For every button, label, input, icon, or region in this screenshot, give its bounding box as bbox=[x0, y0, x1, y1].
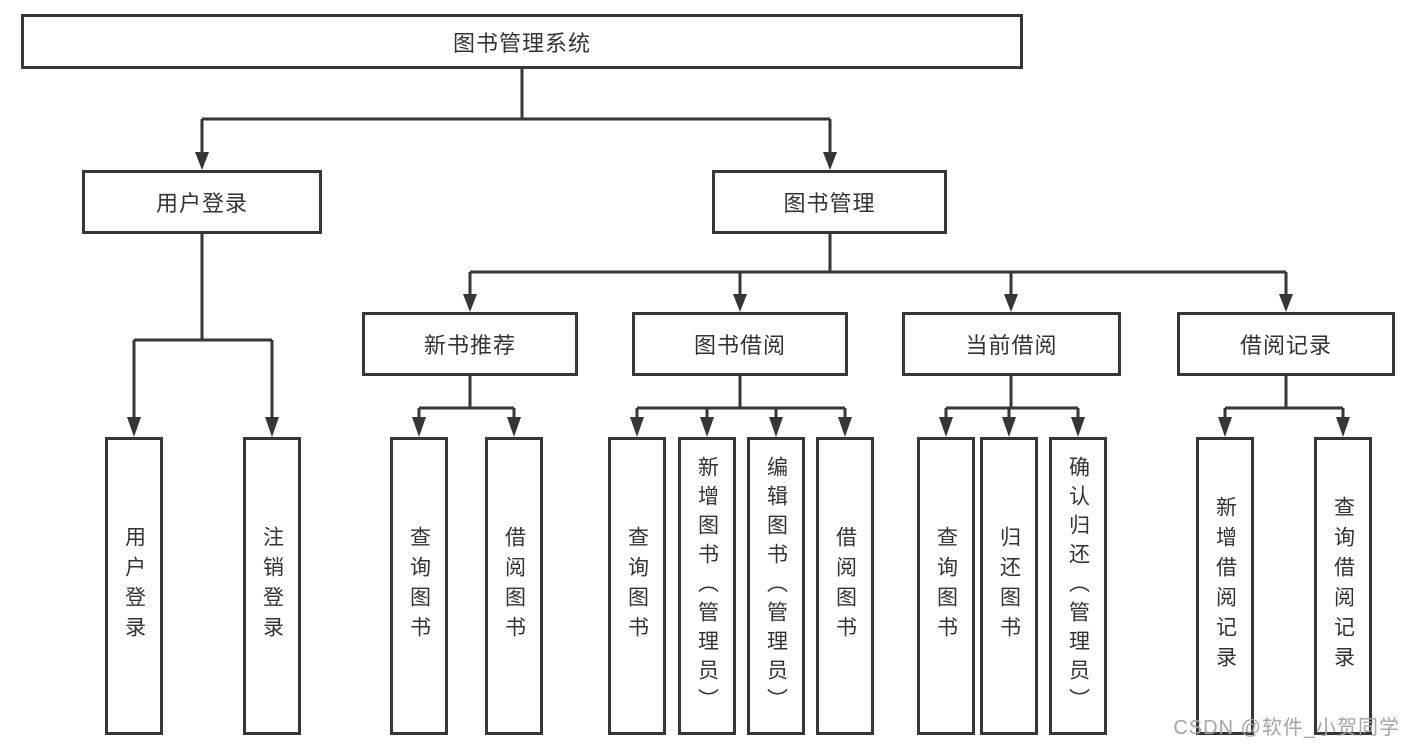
leaf-label: 查询图书 bbox=[625, 526, 649, 646]
leaf-label: 注销登录 bbox=[260, 526, 284, 646]
node-label: 新书推荐 bbox=[423, 333, 516, 358]
node-label: 用户登录 bbox=[155, 191, 248, 216]
connector-current-borrow-children bbox=[944, 376, 1080, 420]
node-label: 借阅记录 bbox=[1239, 333, 1332, 358]
leaf-logout: 注销登录 bbox=[243, 437, 301, 735]
connector-root-to-level2 bbox=[200, 69, 832, 153]
leaf-query-books-borrow: 查询图书 bbox=[608, 437, 666, 735]
connector-borrow-record-children bbox=[1223, 376, 1345, 420]
leaf-return-books: 归还图书 bbox=[980, 437, 1038, 735]
leaf-label: 查询图书 bbox=[407, 526, 431, 646]
leaf-confirm-return-admin: 确认归还（管理员） bbox=[1049, 437, 1107, 735]
leaf-label: 新增借阅记录 bbox=[1213, 496, 1237, 676]
connector-new-book-children bbox=[417, 376, 516, 420]
node-label: 图书管理 bbox=[783, 191, 876, 216]
leaf-label: 查询图书 bbox=[934, 526, 958, 646]
leaf-edit-books-admin: 编辑图书（管理员） bbox=[747, 437, 805, 735]
leaf-user-login: 用户登录 bbox=[105, 437, 163, 735]
leaf-add-borrow-record: 新增借阅记录 bbox=[1196, 437, 1254, 735]
arrowheads bbox=[127, 152, 1350, 437]
connector-book-mgmt-to-level3 bbox=[468, 234, 1288, 295]
leaf-add-books-admin: 新增图书（管理员） bbox=[678, 437, 736, 735]
connector-user-login-children bbox=[132, 234, 274, 420]
leaf-query-books-recommend: 查询图书 bbox=[390, 437, 448, 735]
node-user-login: 用户登录 bbox=[82, 170, 322, 234]
node-label: 图书借阅 bbox=[693, 333, 786, 358]
leaf-query-books-current: 查询图书 bbox=[917, 437, 975, 735]
csdn-watermark: CSDN @软件_小贺同学 bbox=[1173, 717, 1400, 739]
node-current-borrow: 当前借阅 bbox=[902, 312, 1121, 376]
leaf-label: 确认归还（管理员） bbox=[1066, 455, 1090, 717]
node-new-book-recommend: 新书推荐 bbox=[362, 312, 578, 376]
node-book-management: 图书管理 bbox=[712, 170, 947, 234]
leaf-label: 查询借阅记录 bbox=[1331, 496, 1355, 676]
node-borrow-record: 借阅记录 bbox=[1177, 312, 1395, 376]
leaf-borrow-books: 借阅图书 bbox=[816, 437, 874, 735]
connector-book-borrow-children bbox=[635, 376, 847, 420]
leaf-borrow-books-recommend: 借阅图书 bbox=[485, 437, 543, 735]
node-library-system: 图书管理系统 bbox=[21, 14, 1023, 69]
node-label: 当前借阅 bbox=[965, 333, 1058, 358]
leaf-label: 借阅图书 bbox=[502, 526, 526, 646]
leaf-label: 借阅图书 bbox=[833, 526, 857, 646]
node-label: 图书管理系统 bbox=[452, 30, 591, 56]
leaf-query-borrow-record: 查询借阅记录 bbox=[1314, 437, 1372, 735]
node-book-borrow: 图书借阅 bbox=[632, 312, 848, 376]
leaf-label: 新增图书（管理员） bbox=[695, 455, 719, 717]
leaf-label: 归还图书 bbox=[997, 526, 1021, 646]
leaf-label: 用户登录 bbox=[122, 526, 146, 646]
leaf-label: 编辑图书（管理员） bbox=[764, 455, 788, 717]
